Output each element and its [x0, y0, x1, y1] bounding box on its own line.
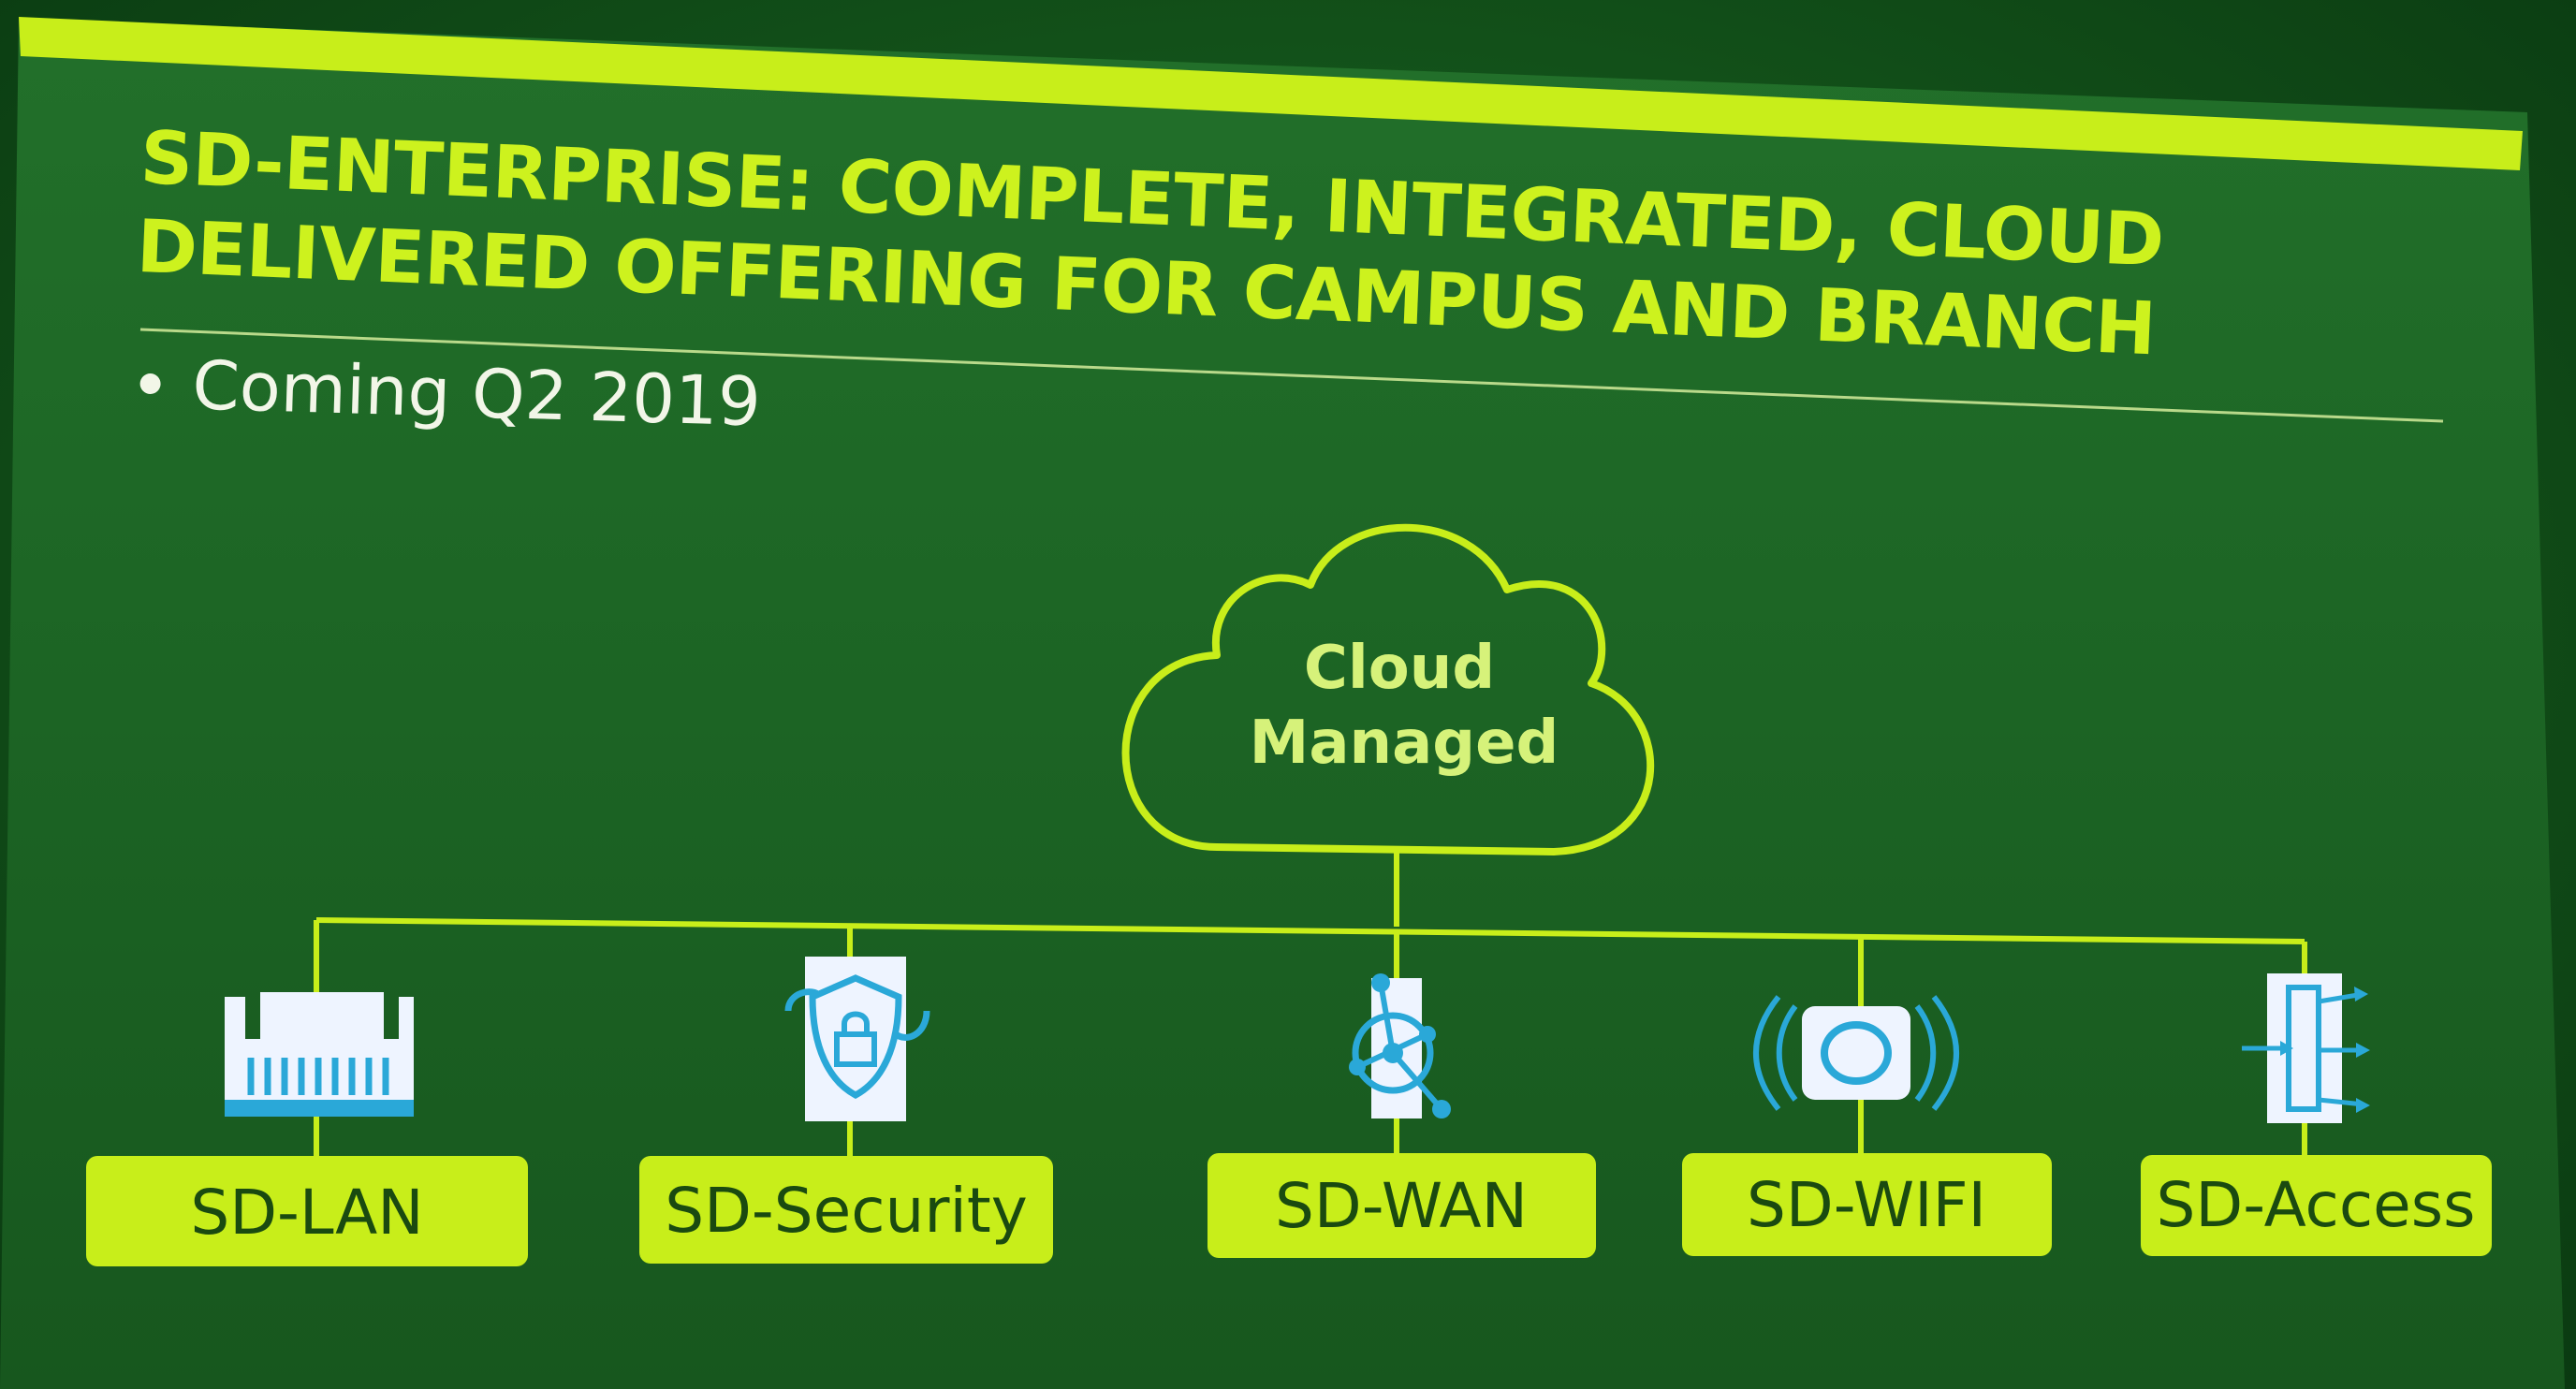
- product-box-sd-wan: SD-WAN: [1208, 1153, 1596, 1258]
- shield-lock-icon: [784, 957, 930, 1121]
- bullet-dot: [139, 373, 161, 395]
- access-switch-icon: [2242, 973, 2370, 1123]
- bullet-item: Coming Q2 2019: [139, 345, 762, 441]
- access-point-icon: [1753, 995, 1959, 1111]
- cloud-shape: Cloud Managed: [1121, 523, 1655, 855]
- title-divider: [139, 328, 2444, 423]
- slide-surface: [0, 19, 2565, 1389]
- product-box-sd-wifi: SD-WIFI: [1682, 1153, 2052, 1256]
- product-label: SD-LAN: [190, 1177, 423, 1249]
- slide-title: SD-ENTERPRISE: COMPLETE, INTEGRATED, CLO…: [135, 116, 2165, 372]
- product-label: SD-WAN: [1275, 1170, 1528, 1242]
- cloud-label-line-1: Cloud: [1304, 634, 1495, 703]
- product-label: SD-WIFI: [1747, 1169, 1986, 1241]
- product-box-sd-security: SD-Security: [639, 1156, 1053, 1264]
- bullet-text: Coming Q2 2019: [191, 345, 762, 441]
- product-box-sd-lan: SD-LAN: [86, 1156, 528, 1266]
- product-label: SD-Security: [665, 1175, 1028, 1247]
- title-accent-bar: [19, 17, 2523, 170]
- switch-icon: [225, 992, 414, 1117]
- product-label: SD-Access: [2156, 1169, 2475, 1241]
- network-node-icon: [1349, 973, 1451, 1119]
- product-box-sd-access: SD-Access: [2141, 1155, 2492, 1256]
- cloud-label-line-2: Managed: [1250, 709, 1559, 778]
